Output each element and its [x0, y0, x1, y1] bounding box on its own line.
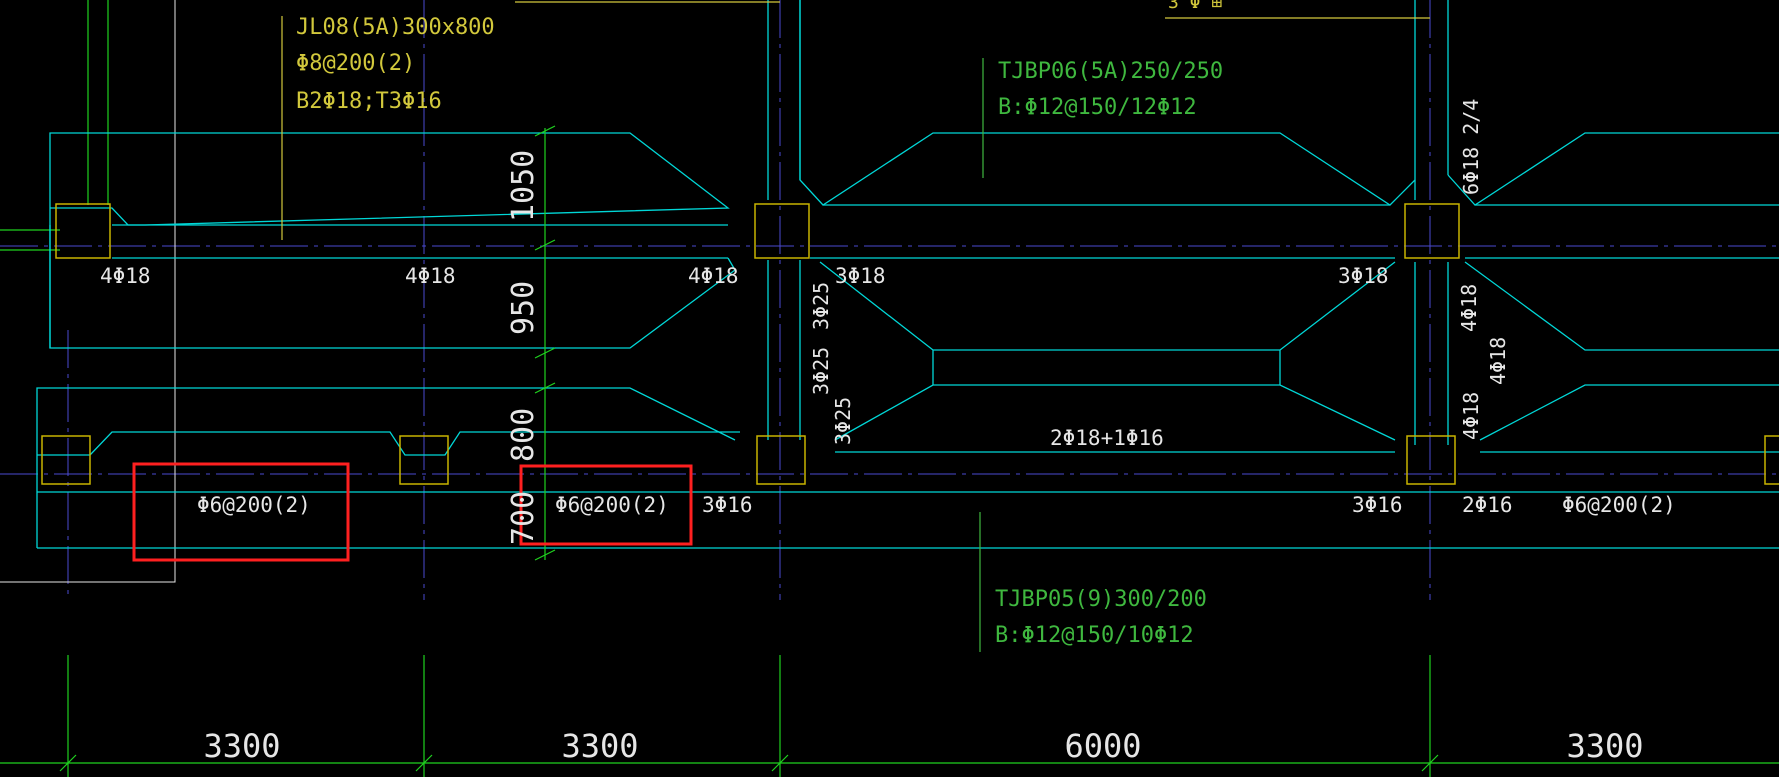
beam-outline-upper-left: [49, 132, 730, 348]
highlight-box-left: [132, 462, 350, 562]
tjbp06-line1: TJBP06(5A)250/250: [998, 59, 1223, 84]
rebar-label: 4Φ18: [688, 264, 739, 288]
column-a4: [1404, 203, 1460, 259]
column-a1: [55, 203, 111, 259]
rebar-label: 3Φ16: [702, 493, 753, 517]
dim-text-span-3: 6000: [1064, 727, 1141, 765]
panel-right-top: [1447, 132, 1779, 206]
column-b4: [1406, 435, 1456, 485]
top-partial-label: 3 Φ ⊞: [1168, 0, 1222, 13]
rebar-label-vertical: 4Φ18: [1486, 337, 1510, 385]
dim-tick: [771, 754, 789, 772]
rebar-label-vertical: 3Φ25: [809, 347, 833, 395]
rebar-label: 3Φ18: [1338, 264, 1389, 288]
beam-outlines: [36, 0, 1779, 549]
horizontal-dimension: [0, 655, 1779, 777]
dim-text-800: 800: [506, 408, 541, 462]
jl08-line1: JL08(5A)300x800: [296, 15, 495, 40]
dim-text-span-4: 3300: [1566, 727, 1643, 765]
column-b5: [1764, 435, 1779, 485]
tjbp-annotations: TJBP06(5A)250/250 B:Φ12@150/12Φ12 TJBP05…: [995, 59, 1223, 648]
dim-tick: [534, 239, 556, 251]
rebar-label-vertical: 3Φ25: [831, 397, 855, 445]
yellow-leaders: [281, 1, 1430, 240]
rebar-label: 2Φ16: [1462, 493, 1513, 517]
horizontal-dimension-text: 3300 3300 6000 3300: [203, 727, 1643, 765]
rebar-label-vertical: 4Φ18: [1459, 392, 1483, 440]
tjbp06-line2: B:Φ12@150/12Φ12: [998, 95, 1197, 120]
rebar-label: 4Φ18: [100, 264, 151, 288]
rebar-label: 3Φ18: [835, 264, 886, 288]
column-b2: [399, 435, 449, 485]
dim-tick: [534, 125, 556, 137]
rebar-label: 3Φ16: [1352, 493, 1403, 517]
dim-text-span-1: 3300: [203, 727, 280, 765]
dim-text-span-2: 3300: [561, 727, 638, 765]
jl08-line3: B2Φ18;T3Φ16: [296, 89, 442, 114]
rebar-label: 4Φ18: [405, 264, 456, 288]
highlight-boxes: [132, 462, 693, 562]
rebar-vertical-labels: 3Φ25 3Φ25 3Φ25 6Φ18 2/4 4Φ18 4Φ18 4Φ18: [809, 99, 1510, 445]
axis-lines: [0, 0, 1779, 600]
beam-outline-upper-left-lower: [49, 225, 736, 349]
green-leaders: [979, 58, 984, 652]
jl08-line2: Φ8@200(2): [296, 51, 415, 76]
beam-edge-lower: [89, 431, 740, 456]
dim-text-1050: 1050: [506, 150, 541, 222]
rebar-label-stirrup-right: Φ6@200(2): [1562, 493, 1676, 517]
tjbp05-line1: TJBP05(9)300/200: [995, 587, 1207, 612]
rebar-label-stirrup-middle[interactable]: Φ6@200(2): [555, 493, 669, 517]
rebar-label-vertical: 3Φ25: [809, 282, 833, 330]
panel-right-lower: [1479, 384, 1779, 441]
dim-text-950: 950: [506, 281, 541, 335]
dim-tick: [59, 754, 77, 772]
boundary-line: [0, 0, 176, 583]
dim-tick: [534, 382, 556, 394]
column-b1: [41, 435, 91, 485]
vertical-dimension: [534, 125, 556, 561]
vertical-dimension-text: 1050 950 800 700: [506, 150, 541, 545]
rebar-upper-row: 4Φ18 4Φ18 4Φ18 3Φ18 3Φ18: [100, 264, 1389, 288]
column-b3: [756, 435, 806, 485]
boundary-lines: [0, 0, 176, 583]
rebar-label-stirrup-left[interactable]: Φ6@200(2): [197, 493, 311, 517]
panel-right-upper: [1464, 261, 1779, 351]
dim-tick: [415, 754, 433, 772]
tjbp05-line2: B:Φ12@150/10Φ12: [995, 623, 1194, 648]
column-a3: [754, 203, 810, 259]
panel-top-middle: [799, 0, 1416, 206]
panel-middle-lower: [834, 384, 1396, 441]
dim-tick: [1421, 754, 1439, 772]
dim-tick: [534, 347, 556, 359]
columns: [41, 203, 1779, 485]
rebar-label-middle-span: 2Φ18+1Φ16: [1050, 426, 1164, 450]
jl08-annotation: JL08(5A)300x800 Φ8@200(2) B2Φ18;T3Φ16 3 …: [296, 0, 1222, 114]
panel-middle-upper: [819, 261, 1396, 351]
rebar-label-vertical: 4Φ18: [1457, 284, 1481, 332]
highlight-box-middle: [519, 464, 693, 546]
dim-text-700: 700: [506, 491, 541, 545]
beam-outline-lower-upper: [36, 387, 736, 548]
rebar-lower-row: Φ6@200(2) Φ6@200(2) 3Φ16 3Φ16 2Φ16 Φ6@20…: [197, 426, 1676, 517]
rebar-label-vertical: 6Φ18 2/4: [1459, 99, 1483, 195]
dim-tick: [534, 549, 556, 561]
